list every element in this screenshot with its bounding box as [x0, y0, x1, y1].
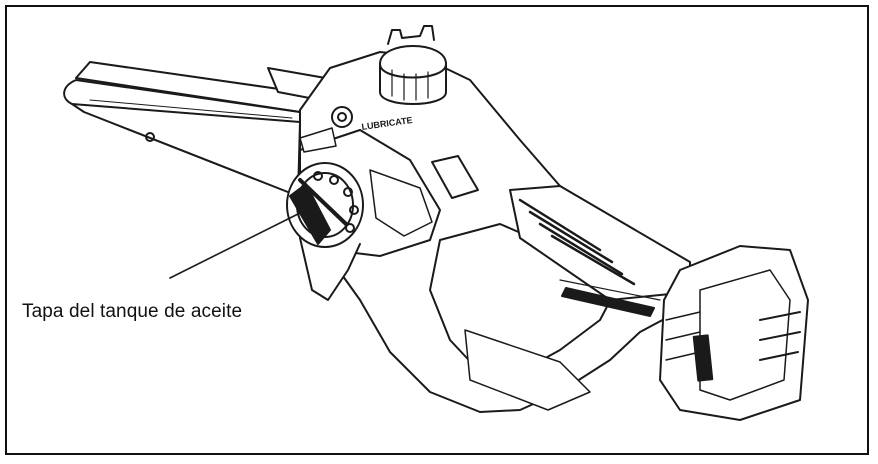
oil-tank-cap	[286, 162, 364, 248]
top-cap	[379, 25, 447, 105]
handle-grip	[509, 185, 691, 317]
battery-pack	[659, 245, 809, 421]
chainsaw-body	[299, 51, 701, 413]
callout-leader-line	[169, 212, 301, 279]
oil-tank-cap-label: Tapa del tanque de aceite	[22, 301, 243, 322]
